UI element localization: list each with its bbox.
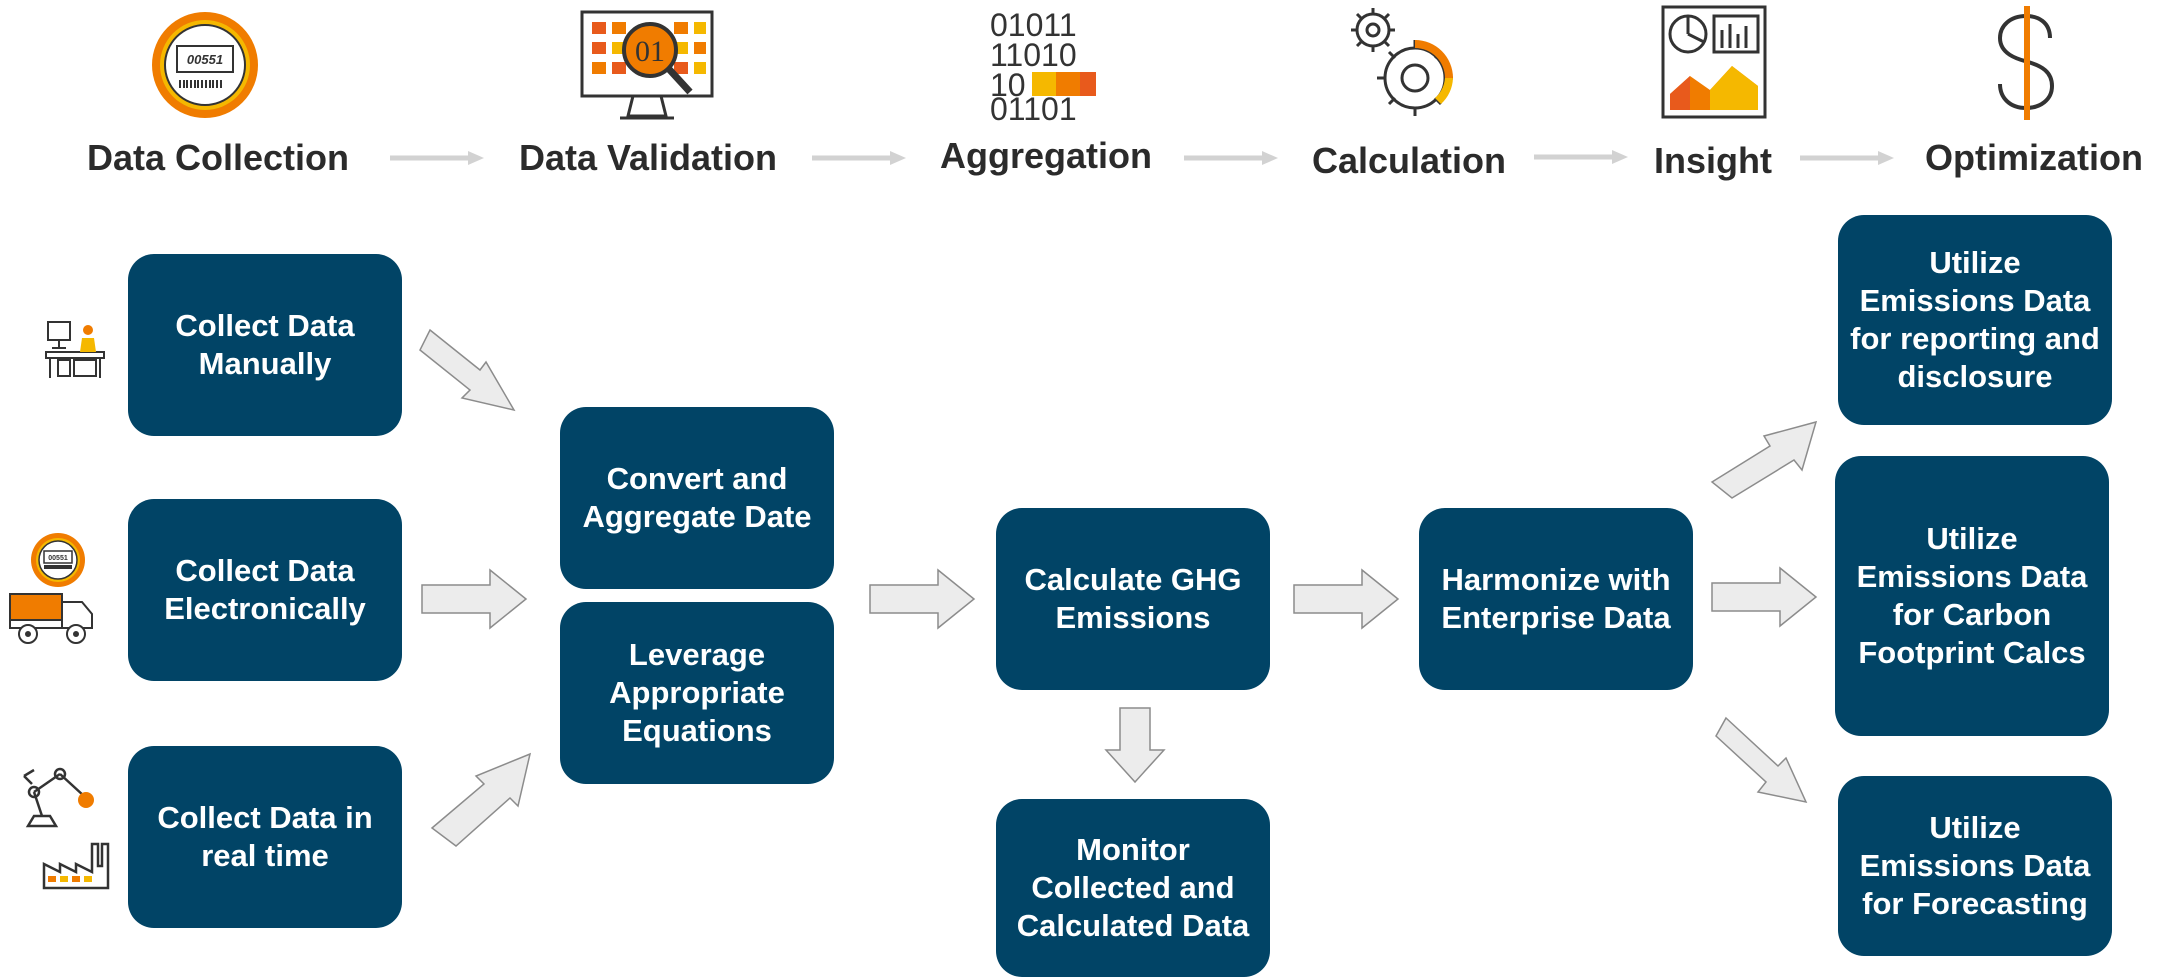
arrow-manual-to-convert [419,328,516,412]
stage-label-optimization: Optimization [1925,137,2143,178]
arrow-harmonize-to-reporting [1710,420,1818,499]
convert-aggregate-box: Convert and Aggregate Date [560,407,834,589]
stage-arrow-1 [390,151,484,165]
stage-label-insight: Insight [1654,140,1772,181]
stage-arrow-3 [1184,151,1278,165]
monitor-data-box: Monitor Collected and Calculated Data [996,799,1270,977]
svg-text:01101: 01101 [990,91,1077,121]
person-at-desk-icon [45,321,105,378]
stage-arrow-2 [812,151,906,165]
dollar-icon [1997,6,2055,120]
meter-icon: 00551 [152,12,258,118]
utilize-carbon-box: Utilize Emissions Data for Carbon Footpr… [1835,456,2109,736]
meter-truck-icon: 00551 [9,533,93,644]
arrow-harmonize-to-carbon [1711,566,1818,628]
stage-label-aggregation: Aggregation [940,135,1152,176]
utilize-forecasting-box: Utilize Emissions Data for Forecasting [1838,776,2112,956]
arrow-calculate-to-harmonize [1293,568,1400,630]
collect-data-realtime-box: Collect Data in real time [128,746,402,928]
calculate-ghg-box: Calculate GHG Emissions [996,508,1270,690]
arrow-calculate-to-monitor [1104,707,1166,784]
collect-data-electronically-box: Collect Data Electronically [128,499,402,681]
harmonize-box: Harmonize with Enterprise Data [1419,508,1693,690]
svg-text:00551: 00551 [187,52,223,67]
utilize-reporting-box: Utilize Emissions Data for reporting and… [1838,215,2112,425]
robot-arm-factory-icon [23,767,110,890]
dashboard-icon [1661,5,1767,119]
stage-label-calculation: Calculation [1311,140,1507,181]
svg-text:01011: 01011 [990,7,1077,43]
binary-data-icon: 01011 11010 10 01101 [990,7,1096,121]
monitor-magnifier-icon: 01 [580,10,714,120]
stage-label-data-collection: Data Collection [86,137,350,178]
arrow-realtime-to-leverage [430,752,532,847]
arrow-electronic-to-convert [421,568,528,630]
stage-arrow-5 [1800,151,1894,165]
stage-label-data-validation: Data Validation [518,137,778,178]
arrow-convert-to-calculate [869,568,976,630]
svg-text:11010: 11010 [990,37,1077,73]
stage-arrow-4 [1534,150,1628,164]
arrow-harmonize-to-forecasting [1715,716,1808,804]
leverage-equations-box: Leverage Appropriate Equations [560,602,834,784]
gears-icon [1351,8,1453,116]
svg-text:10: 10 [990,67,1026,103]
collect-data-manually-box: Collect Data Manually [128,254,402,436]
svg-text:01: 01 [635,35,665,68]
svg-text:00551: 00551 [48,555,68,562]
